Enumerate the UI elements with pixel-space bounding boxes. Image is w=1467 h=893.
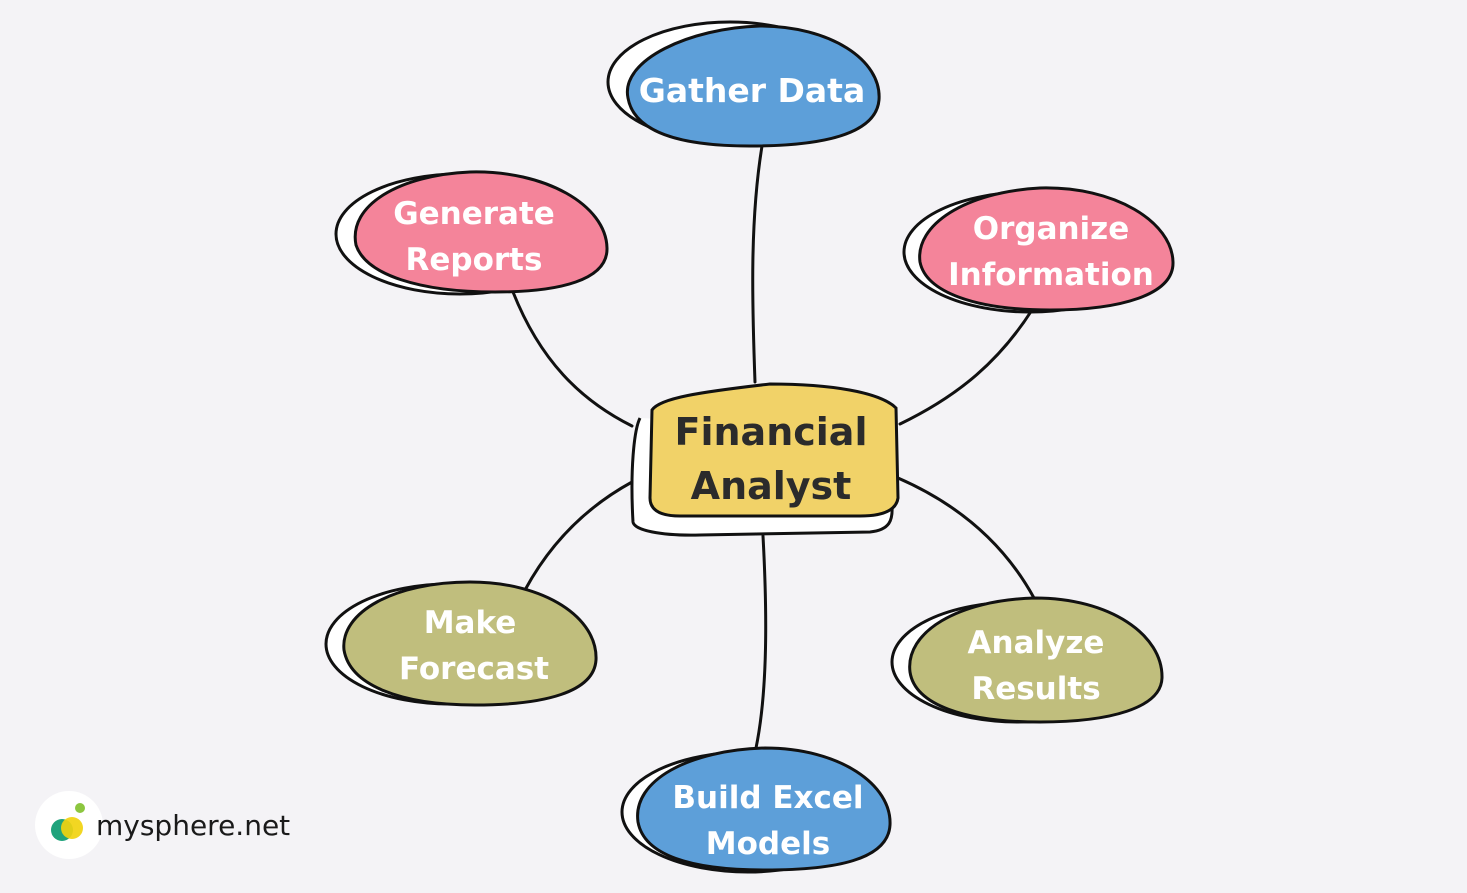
- center-node-shape: [648, 382, 900, 518]
- node-gather-data-label-1: Gather Data: [639, 71, 865, 110]
- connector-gather-data: [751, 144, 764, 384]
- node-gather-data[interactable]: Gather Data: [606, 20, 881, 148]
- node-build-excel-models[interactable]: Build Excel Models: [620, 746, 892, 874]
- node-generate-reports-label-2: Reports: [406, 242, 543, 278]
- connector-make-forecast: [523, 480, 634, 592]
- node-organize-information-shape: [918, 186, 1175, 312]
- center-node-financial-analyst[interactable]: Financial Analyst: [630, 382, 900, 537]
- node-analyze-results-shape: [908, 596, 1164, 724]
- node-generate-reports[interactable]: Generate Reports: [334, 170, 609, 296]
- center-label-line-2: Analyst: [691, 464, 852, 508]
- node-make-forecast-shape: [342, 580, 598, 707]
- brand[interactable]: mysphere.net: [34, 790, 290, 860]
- node-make-forecast[interactable]: Make Forecast: [324, 580, 598, 707]
- node-build-excel-models-shape: [636, 746, 892, 872]
- connector-build-excel-models: [754, 534, 768, 750]
- node-gather-data-shape: [625, 24, 881, 148]
- node-generate-reports-label-1: Generate: [393, 196, 555, 232]
- node-make-forecast-label-1: Make: [424, 605, 517, 641]
- node-organize-information[interactable]: Organize Information: [902, 186, 1175, 314]
- node-analyze-results-label-2: Results: [971, 671, 1100, 707]
- connector-organize-information: [898, 308, 1034, 426]
- node-organize-information-label-1: Organize: [973, 211, 1130, 247]
- connector-generate-reports: [511, 290, 634, 428]
- node-build-excel-models-label-2: Models: [706, 826, 830, 862]
- node-organize-information-label-2: Information: [948, 257, 1154, 293]
- node-analyze-results-label-1: Analyze: [968, 625, 1105, 661]
- node-analyze-results[interactable]: Analyze Results: [890, 596, 1164, 724]
- connector-analyze-results: [896, 476, 1036, 600]
- center-label-line-1: Financial: [675, 410, 868, 454]
- node-build-excel-models-label-1: Build Excel: [672, 780, 863, 816]
- node-make-forecast-label-2: Forecast: [399, 651, 549, 687]
- brand-name: mysphere.net: [96, 808, 291, 842]
- mysphere-logo-icon: [35, 791, 103, 859]
- node-generate-reports-shape: [353, 170, 609, 294]
